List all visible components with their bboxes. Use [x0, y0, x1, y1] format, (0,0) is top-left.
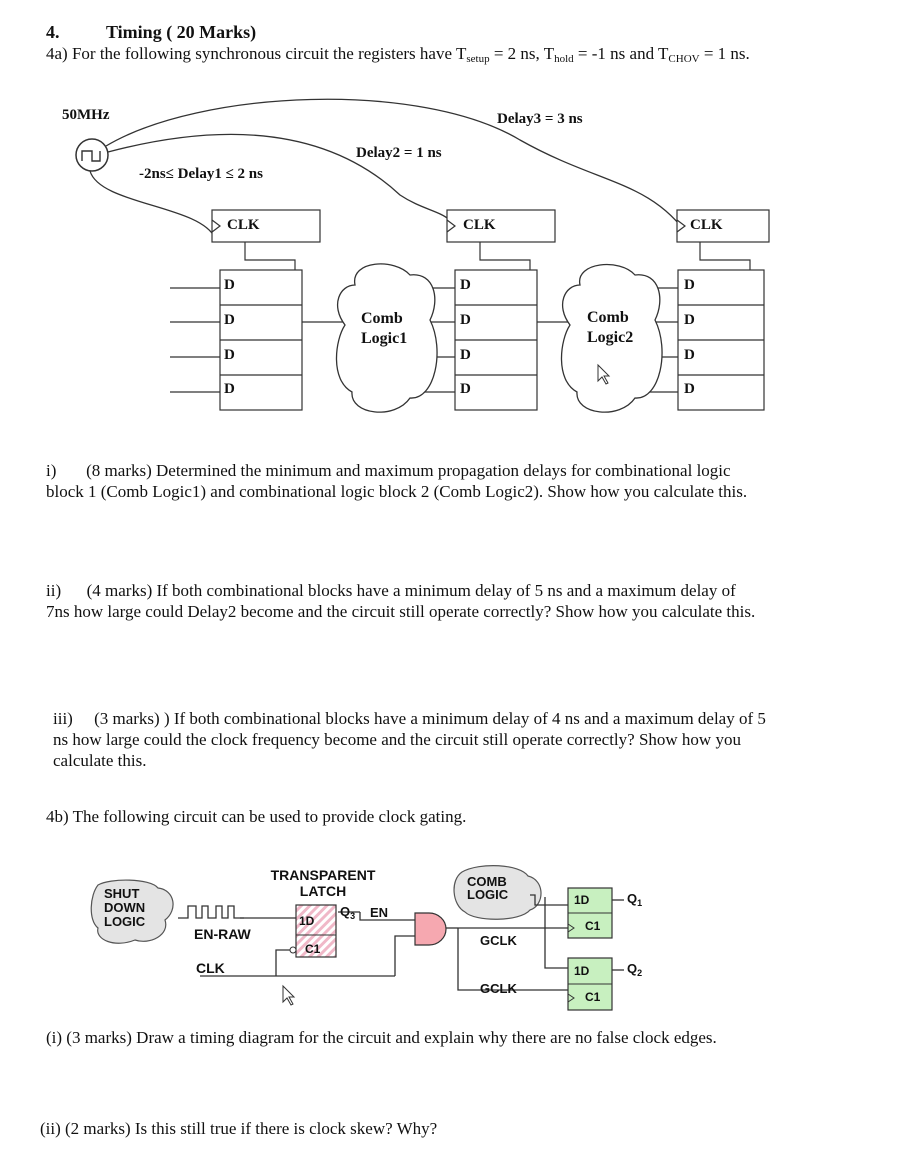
circuit1-wires [75, 98, 770, 413]
shutdown-logic-cloud [90, 879, 174, 944]
comb-logic1-cloud [335, 263, 438, 413]
comb-logic2-line1: Comb [587, 309, 629, 326]
q3-label: Q3 [340, 904, 356, 921]
en-raw-label: EN-RAW [194, 926, 251, 942]
q2-label: Q2 [627, 961, 643, 978]
reg2-d2: D [460, 347, 471, 363]
delay2-label: Delay2 = 1 ns [356, 145, 442, 161]
delay3-label: Delay3 = 3 ns [497, 111, 583, 127]
register2-clk: CLK [463, 217, 496, 233]
reg2-d0: D [460, 277, 471, 293]
q1-label: Q1 [627, 891, 643, 908]
and-gate [414, 912, 447, 946]
reg3-d1: D [684, 312, 695, 328]
reg3-d2: D [684, 347, 695, 363]
question-b-i: (i) (3 marks) Draw a timing diagram for … [46, 1028, 717, 1047]
part-b-intro: 4b) The following circuit can be used to… [46, 807, 467, 826]
ff1-1d: 1D [574, 893, 590, 907]
reg1-d0: D [224, 277, 235, 293]
clock-freq-label: 50MHz [62, 107, 110, 123]
latch-title: TRANSPARENT LATCH [270, 867, 376, 899]
delay1-label: -2ns≤ Delay1 ≤ 2 ns [139, 166, 263, 182]
part-a-statement: 4a) For the following synchronous circui… [46, 44, 750, 65]
gclk-label-1: GCLK [480, 933, 517, 948]
question-a-ii: ii) (4 marks) If both combinational bloc… [46, 581, 756, 621]
reg3-d0: D [684, 277, 695, 293]
question-b-ii: (ii) (2 marks) Is this still true if the… [40, 1119, 438, 1138]
reg1-d3: D [224, 381, 235, 397]
register1-clk: CLK [227, 217, 260, 233]
register3-clk: CLK [690, 217, 723, 233]
question-a-i: i) (8 marks) Determined the minimum and … [46, 461, 748, 501]
ff1-c1: C1 [585, 919, 601, 933]
comb-logic2-cloud [560, 263, 663, 413]
reg2-d3: D [460, 381, 471, 397]
latch-c1: C1 [305, 942, 321, 956]
reg1-d2: D [224, 347, 235, 363]
gclk-label-2: GCLK [480, 981, 517, 996]
question-a-iii: iii) (3 marks) ) If both combinational b… [53, 709, 766, 770]
reg1-d1: D [224, 312, 235, 328]
latch-1d: 1D [299, 914, 315, 928]
comb-logic2-line2: Logic2 [587, 329, 634, 346]
reg2-d1: D [460, 312, 471, 328]
ff2-1d: 1D [574, 964, 590, 978]
comb-logic1-line1: Comb [361, 310, 403, 327]
comb-logic-label: COMB LOGIC [467, 874, 509, 902]
clock-gating-diagram: SHUT DOWN LOGIC TRANSPARENT LATCH EN-RAW… [0, 860, 906, 1020]
question-number: 4. [46, 22, 60, 42]
comb-logic-cloud [453, 865, 542, 920]
ff2-c1: C1 [585, 990, 601, 1004]
comb-logic1-line2: Logic1 [361, 330, 408, 347]
reg3-d3: D [684, 381, 695, 397]
en-label: EN [370, 905, 389, 920]
circuit2-wires [90, 865, 624, 1011]
shutdown-logic-label: SHUT DOWN LOGIC [104, 886, 146, 929]
clk-label: CLK [196, 960, 225, 976]
synchronous-circuit-diagram: 50MHz -2ns≤ Delay1 ≤ 2 ns Delay2 = 1 ns … [0, 95, 906, 425]
question-title: Timing ( 20 Marks) [106, 22, 257, 42]
